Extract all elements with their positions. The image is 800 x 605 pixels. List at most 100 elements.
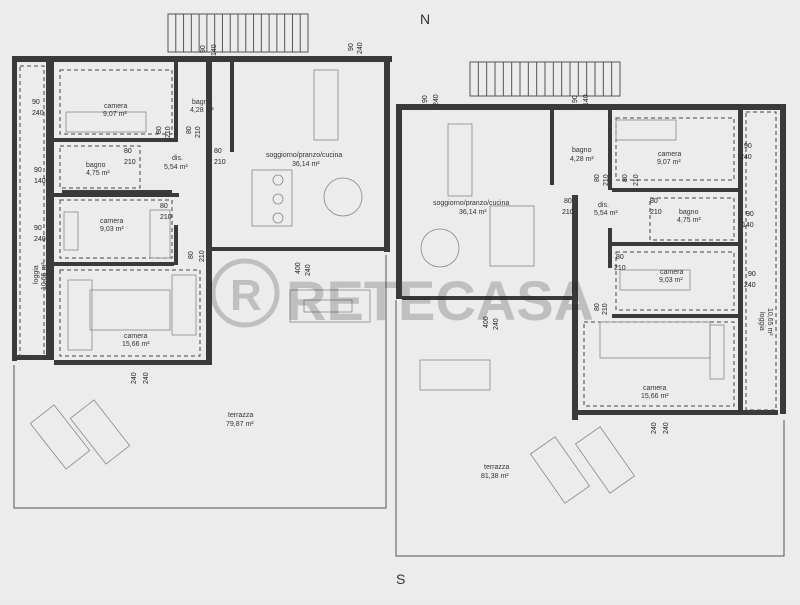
room-r-bagno-top: bagno	[572, 147, 592, 154]
dim-label: 80	[124, 148, 132, 155]
north-label: N	[420, 11, 430, 27]
area-l-dis: 5,54 m²	[164, 164, 188, 171]
dim-label: 240	[744, 282, 756, 289]
dim-label: 90	[32, 99, 40, 106]
dim-label: 210	[214, 159, 226, 166]
dim-label: 80	[156, 126, 163, 134]
dim-label: 210	[650, 209, 662, 216]
area-r-bagno-mid: 4,75 m²	[677, 217, 701, 224]
dimensions: 90 140 90 240 90 240 90 140 90 240 80 21…	[32, 42, 756, 434]
dim-label: 140	[34, 178, 46, 185]
area-r-soggiorno: 36,14 m²	[459, 209, 487, 216]
room-r-soggiorno: soggiorno/pranzo/cucina	[433, 200, 509, 207]
area-l-bagno-mid: 4,75 m²	[86, 170, 110, 177]
dim-label: 80	[214, 148, 222, 155]
dim-label: 80	[650, 198, 658, 205]
dim-label: 90	[744, 143, 752, 150]
room-l-camera-big: camera	[124, 333, 147, 340]
dim-label: 90	[34, 167, 42, 174]
room-l-camera-top: camera	[104, 103, 127, 110]
area-l-soggiorno: 36,14 m²	[292, 161, 320, 168]
area-r-camera-top: 9,07 m²	[657, 159, 681, 166]
room-r-camera-mid: camera	[660, 269, 683, 276]
dim-label: 210	[199, 250, 206, 262]
dim-label: 80	[160, 203, 168, 210]
south-label: S	[396, 571, 405, 587]
dim-label: 90	[348, 43, 355, 51]
area-l-loggia: 10,65 m²	[41, 262, 48, 290]
dim-label: 210	[160, 214, 172, 221]
watermark-logo-letter: R	[230, 271, 262, 320]
dim-label: 240	[493, 318, 500, 330]
dim-label: 80	[622, 174, 629, 182]
dim-label: 210	[603, 174, 610, 186]
room-l-terrazza: terrazza	[228, 412, 253, 419]
room-r-dis: dis.	[598, 202, 609, 209]
dim-label: 240	[357, 42, 364, 54]
dim-label: 90	[422, 95, 429, 103]
room-l-loggia: loggia	[33, 265, 40, 284]
area-l-bagno-top: 4,28 m²	[190, 107, 214, 114]
dim-label: 240	[305, 264, 312, 276]
dim-label: 80	[594, 174, 601, 182]
dim-label: 240	[663, 422, 670, 434]
dim-label: 210	[195, 126, 202, 138]
area-r-camera-mid: 9,03 m²	[659, 277, 683, 284]
dim-label: 210	[633, 174, 640, 186]
area-l-terrazza: 79,87 m²	[226, 421, 254, 428]
dim-label: 240	[433, 94, 440, 106]
dim-label: 240	[32, 110, 44, 117]
dim-label: 90	[200, 45, 207, 53]
dim-label: 240	[34, 236, 46, 243]
area-l-camera-big: 15,66 m²	[122, 341, 150, 348]
room-l-bagno-mid: bagno	[86, 162, 106, 169]
room-r-terrazza: terrazza	[484, 464, 509, 471]
dim-label: 90	[34, 225, 42, 232]
room-r-camera-big: camera	[643, 385, 666, 392]
room-r-bagno-mid: bagno	[679, 209, 699, 216]
watermark-logo-circle	[210, 258, 280, 328]
dim-label: 400	[295, 262, 302, 274]
dim-label: 90	[748, 271, 756, 278]
room-r-camera-top: camera	[658, 151, 681, 158]
dim-label: 80	[564, 198, 572, 205]
area-r-bagno-top: 4,28 m²	[570, 156, 594, 163]
stairs-left	[167, 13, 309, 53]
right-apartment	[395, 104, 786, 557]
dim-label: 80	[186, 126, 193, 134]
dim-label: 90	[572, 95, 579, 103]
dim-label: 210	[562, 209, 574, 216]
room-l-camera-mid: camera	[100, 218, 123, 225]
area-l-camera-top: 9,07 m²	[103, 111, 127, 118]
room-l-dis: dis.	[172, 155, 183, 162]
dim-label: 210	[602, 303, 609, 315]
dim-label: 80	[616, 254, 624, 261]
dim-label: 140	[211, 44, 218, 56]
watermark-text: RETECASA	[286, 269, 594, 332]
dim-label: 240	[143, 372, 150, 384]
dim-label: 240	[131, 372, 138, 384]
furniture-left	[29, 69, 371, 470]
area-r-terrazza: 81,38 m²	[481, 473, 509, 480]
area-l-camera-mid: 9,03 m²	[100, 226, 124, 233]
dim-label: 90	[746, 211, 754, 218]
dim-label: 140	[742, 222, 754, 229]
furniture-right	[419, 119, 725, 504]
dim-label: 210	[124, 159, 136, 166]
dim-label: 210	[165, 126, 172, 138]
dim-label: 140	[583, 94, 590, 106]
dim-label: 80	[188, 251, 195, 259]
dim-label: 240	[740, 154, 752, 161]
room-l-bagno-top: bagno	[192, 99, 212, 106]
area-r-loggia: 10,65 m²	[766, 308, 773, 336]
room-l-soggiorno: soggiorno/pranzo/cucina	[266, 152, 342, 159]
dim-label: 210	[614, 265, 626, 272]
area-r-camera-big: 15,66 m²	[641, 393, 669, 400]
left-apartment	[12, 56, 392, 509]
dim-label: 240	[651, 422, 658, 434]
room-r-loggia: loggia	[758, 312, 765, 331]
stairs-right	[469, 61, 621, 97]
